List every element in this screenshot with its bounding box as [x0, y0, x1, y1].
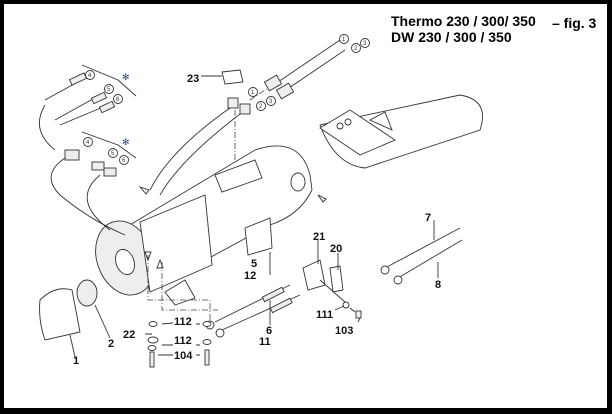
- label-20: 20: [330, 243, 342, 255]
- title-line-1: Thermo 230 / 300/ 350: [391, 13, 536, 29]
- heater-body: [95, 145, 313, 306]
- label-11: 11: [259, 336, 271, 348]
- sensor-cables: [149, 39, 346, 196]
- label-22: 22: [123, 329, 135, 341]
- diagram-canvas: Thermo 230 / 300/ 350 DW 230 / 300 / 350…: [4, 4, 607, 408]
- label-103: 103: [335, 325, 353, 337]
- label-112: 112: [174, 316, 192, 328]
- svg-text:6: 6: [122, 158, 126, 164]
- label-5: 5: [251, 258, 257, 270]
- figure-number: – fig. 3: [552, 15, 597, 31]
- variant-symbol-icon: ✻: [122, 137, 130, 147]
- svg-text:1: 1: [342, 37, 346, 43]
- leader-lines: [69, 75, 439, 358]
- label-112: 112: [174, 335, 192, 347]
- fasteners: [147, 321, 212, 368]
- label-12: 12: [244, 270, 256, 282]
- label-2: 2: [108, 338, 114, 350]
- guide-line: [147, 255, 211, 320]
- fuel-lines: [205, 259, 362, 338]
- fuel-lines-7-8: [380, 227, 463, 285]
- label-1: 1: [73, 355, 79, 367]
- label-23: 23: [187, 73, 199, 85]
- svg-text:4: 4: [86, 140, 90, 146]
- svg-text:6: 6: [116, 97, 120, 103]
- svg-text:5: 5: [107, 87, 111, 93]
- exploded-parts-drawing: 1 2 3 1 2 3 4 5 6 4 5 6 ✻ ✻ 23 5 12 21 2…: [38, 34, 483, 368]
- svg-text:1: 1: [251, 90, 255, 96]
- label-7: 7: [425, 212, 431, 224]
- direction-arrow: [138, 186, 150, 195]
- cable-clip: [221, 69, 244, 85]
- circled-callouts: 1 2 3 1 2 3 4 5 6 4 5 6 ✻ ✻: [83, 34, 370, 165]
- connector-group-variant-b: [50, 131, 137, 236]
- connector-group-variant-a: [38, 64, 137, 151]
- variant-symbol-icon: ✻: [122, 72, 130, 82]
- svg-text:2: 2: [354, 46, 358, 52]
- exchanger-sleeve: [319, 94, 483, 169]
- svg-text:3: 3: [363, 41, 367, 47]
- cap-part-2: [76, 279, 98, 307]
- svg-text:4: 4: [88, 73, 92, 79]
- label-6: 6: [266, 325, 272, 337]
- label-111: 111: [316, 309, 333, 321]
- label-8: 8: [435, 279, 441, 291]
- title-line-2: DW 230 / 300 / 350: [391, 29, 512, 45]
- cover-part-1: [39, 288, 81, 341]
- screw-103: [355, 310, 362, 319]
- label-21: 21: [313, 231, 325, 243]
- svg-text:3: 3: [269, 99, 273, 105]
- label-104: 104: [174, 350, 193, 362]
- part-labels: 23 5 12 21 20 7 8 111 103 6 11 112 112 2…: [73, 73, 441, 367]
- nut-111: [342, 301, 350, 309]
- guide-line: [161, 262, 218, 311]
- direction-arrow: [317, 194, 327, 203]
- flow-arrows: [144, 251, 164, 269]
- svg-text:5: 5: [111, 151, 115, 157]
- gasket-20: [329, 265, 344, 293]
- bracket-21: [302, 259, 326, 291]
- svg-text:2: 2: [259, 104, 263, 110]
